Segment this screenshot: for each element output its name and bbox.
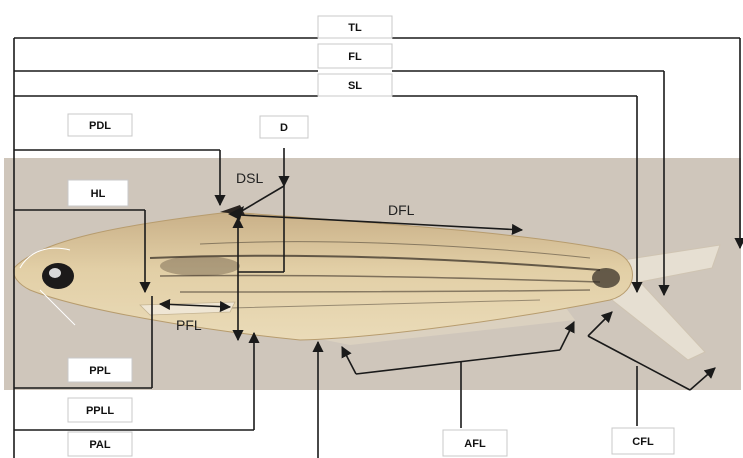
label-sl: SL [318, 74, 392, 96]
label-tl: TL [318, 16, 392, 38]
label-afl: AFL [443, 430, 507, 456]
label-pal-text: PAL [89, 439, 110, 451]
label-pal: PAL [68, 432, 132, 456]
label-dsl: DSL [236, 170, 263, 186]
label-d: D [260, 116, 308, 138]
label-tl-text: TL [348, 22, 362, 34]
label-fl-text: FL [348, 51, 362, 63]
label-hl-text: HL [91, 188, 106, 200]
label-ppl: PPL [68, 358, 132, 382]
label-fl: FL [318, 44, 392, 68]
label-ppll: PPLL [68, 398, 132, 422]
label-ppl-text: PPL [89, 365, 111, 377]
label-pdl: PDL [68, 114, 132, 136]
label-hl: HL [68, 180, 128, 206]
label-pfl: PFL [176, 317, 202, 333]
label-cfl-text: CFL [632, 436, 654, 448]
label-pdl-text: PDL [89, 120, 111, 132]
label-afl-text: AFL [464, 438, 486, 450]
label-cfl: CFL [612, 428, 674, 454]
caudal-spot [592, 268, 620, 288]
label-dfl: DFL [388, 202, 415, 218]
label-d-text: D [280, 122, 288, 134]
label-ppll-text: PPLL [86, 405, 114, 417]
label-sl-text: SL [348, 80, 362, 92]
